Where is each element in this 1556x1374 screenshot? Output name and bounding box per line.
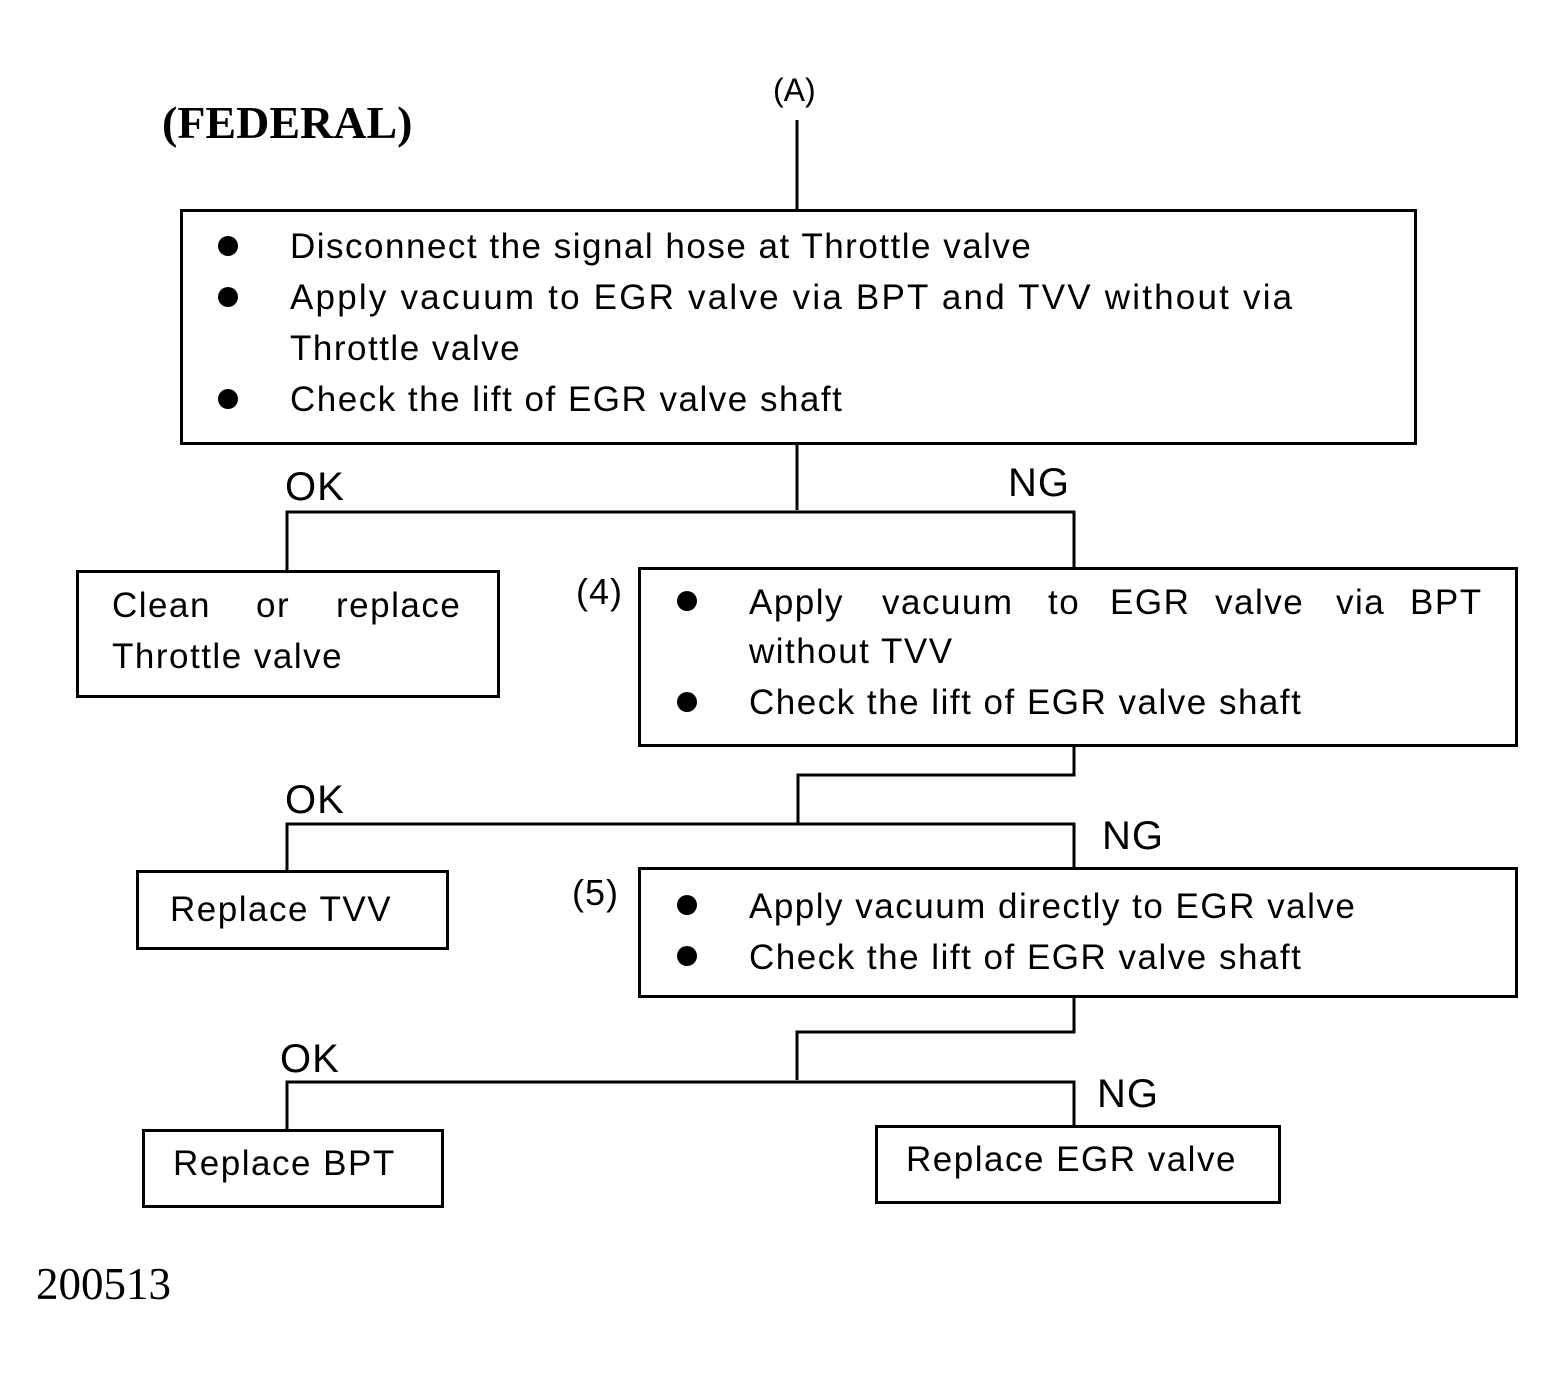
bullet-icon <box>677 692 697 712</box>
step4-word-apply: Apply <box>749 583 845 622</box>
step4-word-via: via <box>1336 583 1386 622</box>
bullet-icon <box>677 895 697 915</box>
branch3-ng-label: NG <box>1097 1072 1159 1116</box>
step-top-item-3: Check the lift of EGR valve shaft <box>290 380 844 419</box>
step4-item-2: Check the lift of EGR valve shaft <box>749 683 1303 722</box>
step4-word-valve: valve <box>1215 583 1305 622</box>
branch3-connector <box>795 997 1076 1080</box>
branch2-ok-label: OK <box>285 778 345 822</box>
bullet-icon <box>677 591 697 611</box>
step-top-item-2-cont: Throttle valve <box>290 329 522 368</box>
branch2-split <box>285 822 1076 873</box>
branch1-split <box>285 510 1076 573</box>
step4-number: (4) <box>576 571 623 612</box>
branch2-ng-label: NG <box>1102 814 1164 858</box>
result-clean-replace-throttle-box <box>76 570 500 698</box>
step4-word-to: to <box>1048 583 1081 622</box>
branch1-ok-label: OK <box>285 465 345 509</box>
step4-box <box>638 567 1518 747</box>
step4-item-1-cont: without TVV <box>749 632 954 671</box>
result-replace-tvv: Replace TVV <box>170 890 393 929</box>
bullet-icon <box>218 389 238 409</box>
step5-item-2: Check the lift of EGR valve shaft <box>749 938 1303 977</box>
entry-label: (A) <box>773 72 816 108</box>
bullet-icon <box>677 946 697 966</box>
result-replace-word: replace <box>336 586 462 625</box>
page-title: (FEDERAL) <box>162 97 413 148</box>
result-replace-tvv-box <box>136 870 449 950</box>
bullet-icon <box>218 287 238 307</box>
step-top-box <box>180 209 1417 445</box>
branch3-ok-label: OK <box>280 1037 340 1081</box>
branch3-split <box>285 1080 1076 1132</box>
bullet-icon <box>218 236 238 256</box>
result-clean-word: Clean <box>112 586 211 625</box>
step4-word-bpt: BPT <box>1410 583 1483 622</box>
step-top-item-1: Disconnect the signal hose at Throttle v… <box>290 227 1033 266</box>
step4-word-egr: EGR <box>1110 583 1191 622</box>
result-replace-bpt: Replace BPT <box>173 1144 396 1183</box>
result-replace-egr-valve-box <box>875 1125 1281 1204</box>
result-or-word: or <box>256 586 291 625</box>
figure-id: 200513 <box>36 1259 171 1309</box>
step4-word-vacuum: vacuum <box>882 583 1014 622</box>
step5-box <box>638 867 1518 998</box>
result-replace-egr-valve: Replace EGR valve <box>906 1140 1237 1179</box>
result-replace-bpt-box <box>142 1129 444 1208</box>
step5-number: (5) <box>572 872 619 913</box>
branch1-ng-label: NG <box>1008 461 1070 505</box>
step5-item-1: Apply vacuum directly to EGR valve <box>749 887 1357 926</box>
branch2-connector <box>796 745 1076 824</box>
step-top-item-2: Apply vacuum to EGR valve via BPT and TV… <box>290 278 1295 317</box>
result-throttle-valve: Throttle valve <box>112 637 344 676</box>
